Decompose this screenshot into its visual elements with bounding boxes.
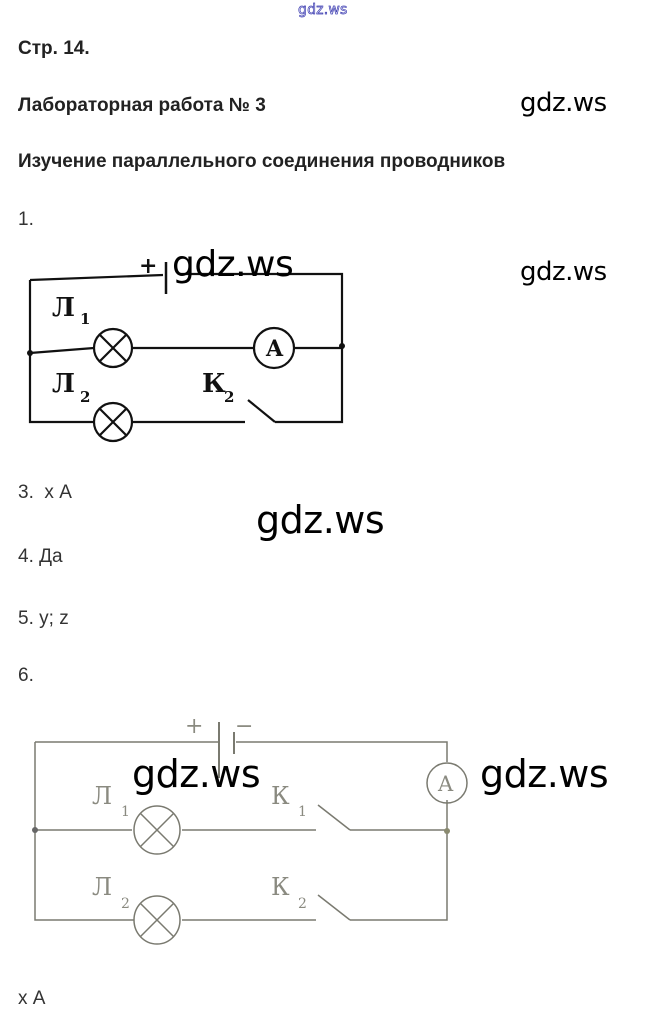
wire-top-right xyxy=(236,741,448,762)
item-3-number: 3. xyxy=(18,482,34,503)
junction-right xyxy=(444,828,450,834)
watermark-2: gdz.ws xyxy=(520,257,607,287)
item-5-number: 5. xyxy=(18,608,34,629)
watermark-1: gdz.ws xyxy=(520,88,607,118)
ammeter-icon xyxy=(426,762,468,804)
lamp-1-label: Л xyxy=(92,782,112,810)
item-5: 5. y; z xyxy=(18,608,69,630)
wire-top-right xyxy=(180,272,344,346)
lamp-2-sub: 2 xyxy=(80,388,90,406)
switch-k1-label: К xyxy=(271,782,290,810)
item-3-answer: x А xyxy=(44,482,72,503)
wire-left xyxy=(34,742,134,921)
lamp-2-icon xyxy=(92,401,134,443)
lamp-1-label: Л xyxy=(52,293,75,323)
battery-minus-label: − xyxy=(235,714,253,739)
switch-k1-blade xyxy=(317,804,351,831)
wire-branch1-c xyxy=(350,829,448,921)
switch-k2-blade xyxy=(247,399,276,423)
watermark-5: gdz.ws xyxy=(132,752,261,796)
circuit-diagram-1: + A Л 1 Л 2 К 2 xyxy=(27,253,345,443)
item-4-answer: Да xyxy=(39,546,63,567)
item-1-number: 1. xyxy=(18,209,34,230)
ammeter-label: A xyxy=(437,772,454,796)
switch-k2-label: К xyxy=(202,369,226,399)
item-6-number: 6. xyxy=(18,665,34,686)
lamp-1-icon xyxy=(133,805,181,855)
lamp-2-sub: 2 xyxy=(121,896,130,912)
circuit-diagram-2: + − A Л 1 Л 2 К 1 К 2 xyxy=(32,714,468,945)
lamp-1-sub: 1 xyxy=(80,310,90,328)
battery-plus-label: + xyxy=(139,253,157,279)
top-watermark: gdz.ws xyxy=(298,2,348,19)
lab-title: Лабораторная работа № 3 xyxy=(18,95,266,116)
lab-subtitle: Изучение параллельного соединения провод… xyxy=(18,151,506,172)
lamp-2-label: Л xyxy=(52,369,75,399)
item-4: 4. Да xyxy=(18,546,63,568)
watermark-6: gdz.ws xyxy=(480,752,609,796)
page-ref: Стр. 14. xyxy=(18,38,90,59)
wire-left xyxy=(28,280,95,424)
ammeter-label: A xyxy=(265,336,284,362)
lamp-2-icon xyxy=(133,895,181,945)
watermark-3: gdz.ws xyxy=(172,244,294,285)
switch-k1-sub: 1 xyxy=(298,804,307,820)
item-3: 3. x А xyxy=(18,482,72,504)
wire-top-left xyxy=(29,273,164,282)
ammeter-icon xyxy=(252,326,296,370)
lamp-1-sub: 1 xyxy=(121,804,130,820)
switch-k2-blade xyxy=(317,894,351,921)
junction-left xyxy=(27,350,33,356)
item-5-answer: y; z xyxy=(39,608,69,629)
final-answer: x А xyxy=(18,988,46,1009)
battery-plus-label: + xyxy=(185,714,203,739)
switch-k2-sub: 2 xyxy=(298,896,307,912)
switch-k2-sub: 2 xyxy=(224,388,234,406)
switch-k2-label: К xyxy=(271,873,290,901)
lamp-1-icon xyxy=(92,327,134,369)
item-4-number: 4. xyxy=(18,546,34,567)
wire-branch2-b xyxy=(275,348,344,424)
junction-right xyxy=(339,343,345,349)
lamp-2-label: Л xyxy=(92,873,112,901)
watermark-4: gdz.ws xyxy=(256,498,385,542)
junction-left xyxy=(32,827,38,833)
wire-branch1-a xyxy=(29,346,95,355)
